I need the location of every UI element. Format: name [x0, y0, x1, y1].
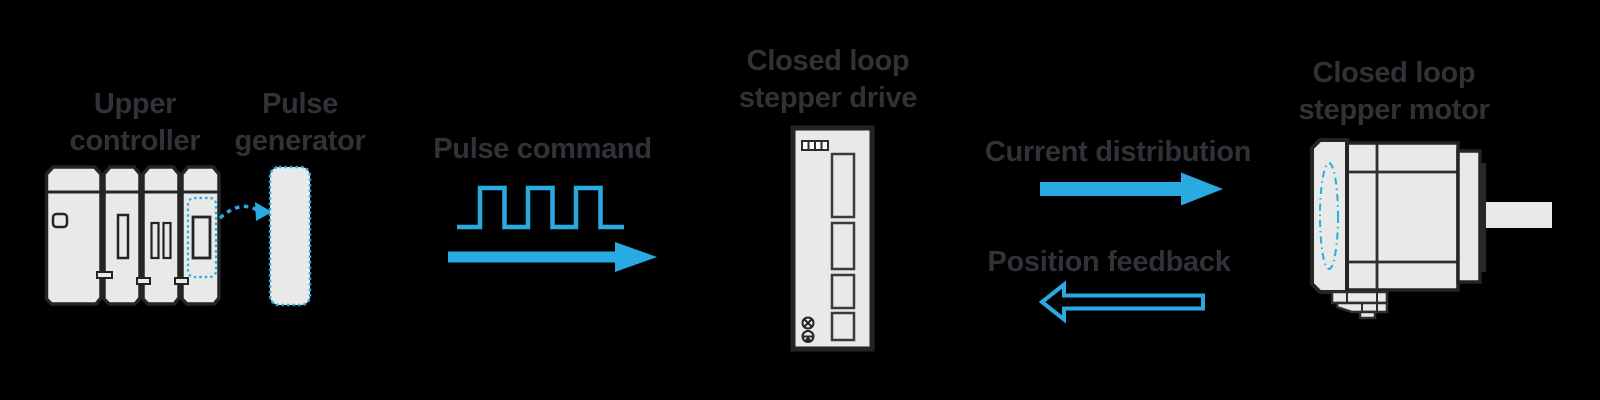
position-feedback-arrow-icon: [1038, 280, 1205, 324]
drive-indicator-icons: [801, 316, 815, 343]
stepper-drive-icon: [790, 125, 875, 352]
plc-icon: [44, 165, 221, 306]
pulse-waveform-icon: [457, 185, 624, 230]
current-distribution-arrow-icon: [1040, 172, 1223, 206]
upper-controller-label: Upper controller: [69, 88, 201, 157]
motor-connector: [1330, 290, 1389, 320]
pulse-command-arrow-icon: [448, 242, 657, 272]
dashed-arrow-icon: [218, 202, 272, 221]
pulse-command-label: Pulse command: [433, 133, 652, 165]
position-feedback-label: Position feedback: [987, 246, 1231, 278]
current-distribution-label: Current distribution: [984, 136, 1252, 168]
pulse-generator-icon: [268, 165, 312, 307]
stepper-motor-label: Closed loop stepper motor: [1298, 57, 1490, 126]
plc-module-highlight: [186, 196, 218, 279]
stepper-motor-icon: [1310, 138, 1552, 320]
pulse-generator-label: Pulse generator: [234, 88, 366, 157]
motor-flange-highlight: [1319, 162, 1339, 270]
motor-shaft: [1486, 202, 1552, 228]
stepper-drive-label: Closed loop stepper drive: [738, 45, 918, 114]
